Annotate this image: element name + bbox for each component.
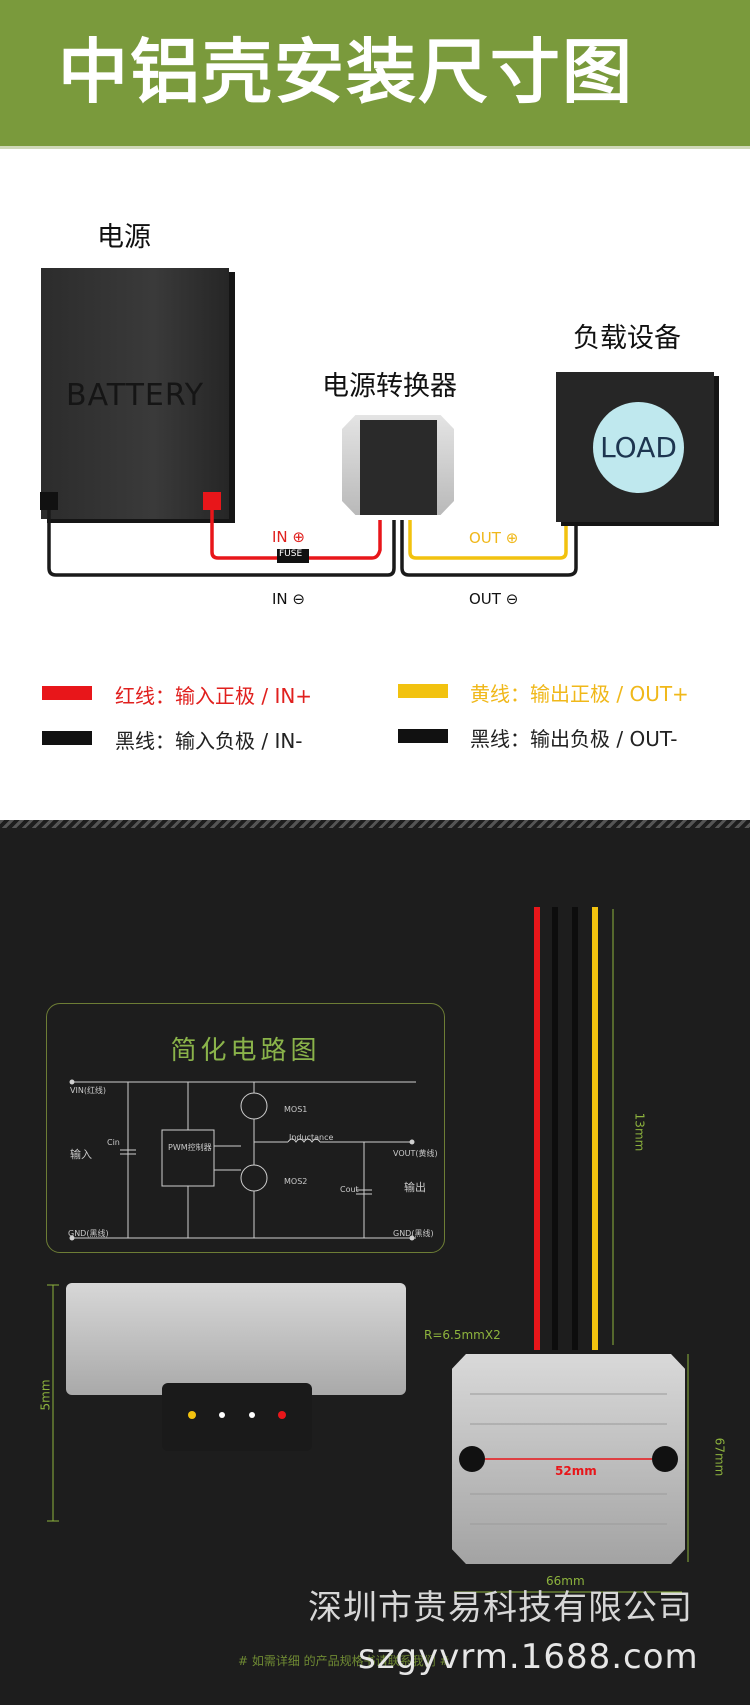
hole-radius-dimension: R=6.5mmX2 xyxy=(424,1328,501,1342)
converter-body xyxy=(360,420,437,515)
wire-length-dimension: 13mm xyxy=(632,1112,647,1152)
product-wires xyxy=(534,907,614,1350)
converter-label: 电源转换器 xyxy=(322,371,457,402)
circuit-gnd-left: GND(黑线) xyxy=(68,1229,109,1238)
load-circle xyxy=(593,402,684,493)
legend-swatch-yellow xyxy=(398,684,448,698)
in-plus-label: IN ⊕ xyxy=(272,528,305,546)
dashed-divider xyxy=(0,820,750,828)
out-plus-label: OUT ⊕ xyxy=(469,529,519,547)
power-source-label: 电源 xyxy=(97,222,151,253)
circuit-cout: Cout xyxy=(340,1185,359,1194)
header-banner xyxy=(0,0,750,146)
circuit-vin: VIN(红线) xyxy=(70,1086,107,1095)
battery-positive-terminal xyxy=(203,492,221,510)
legend-black-out-text: 黑线：输出负极 / OUT- xyxy=(470,727,678,751)
out-minus-label: OUT ⊖ xyxy=(469,590,519,608)
thickness-line xyxy=(47,1284,59,1522)
footer-note: # 如需详细 的产品规格书请联系我们 # xyxy=(238,1654,450,1668)
fuse-label: FUSE xyxy=(279,549,303,559)
battery-negative-terminal xyxy=(40,492,58,510)
legend-yellow-text: 黄线：输出正极 / OUT+ xyxy=(470,682,689,706)
circuit-vout: VOUT(黄线) xyxy=(393,1149,438,1158)
legend-black-in-text: 黑线：输入负极 / IN- xyxy=(115,729,303,753)
circuit-pwm: PWM控制器 xyxy=(168,1143,212,1152)
load-device-label: 负载设备 xyxy=(573,323,681,354)
circuit-gnd-right: GND(黑线) xyxy=(393,1229,434,1238)
side-view-panel xyxy=(162,1383,312,1451)
height-dimension: 67mm xyxy=(712,1437,727,1477)
circuit-card xyxy=(46,1003,445,1253)
load-text: LOAD xyxy=(600,431,677,464)
fuse-box xyxy=(277,549,309,563)
circuit-mos2: MOS2 xyxy=(284,1177,308,1186)
side-view-housing xyxy=(66,1283,406,1395)
circuit-diagram xyxy=(69,1079,416,1241)
thickness-dimension: 5mm xyxy=(38,1379,53,1411)
in-minus-label: IN ⊖ xyxy=(272,590,305,608)
legend-swatch-black-in xyxy=(42,731,92,745)
website-url: szgyvrm.1688.com xyxy=(358,1637,699,1677)
battery-text: BATTERY xyxy=(66,378,205,413)
side-view-leds xyxy=(188,1411,286,1419)
wiring-lines xyxy=(40,492,578,577)
legend-swatch-black-out xyxy=(398,729,448,743)
front-view-details xyxy=(459,1393,678,1525)
yellow-wire xyxy=(408,520,568,560)
circuit-inductance: Inductance xyxy=(289,1133,334,1142)
black-input-wire xyxy=(47,510,396,577)
circuit-cin: Cin xyxy=(107,1138,120,1147)
header-divider xyxy=(0,146,750,149)
circuit-input: 输入 xyxy=(70,1148,92,1161)
circuit-title: 简化电路图 xyxy=(170,1036,321,1066)
company-name: 深圳市贵易科技有限公司 xyxy=(308,1588,693,1628)
black-output-wire xyxy=(400,520,578,577)
page-title: 中铝壳安装尺寸图 xyxy=(58,31,634,113)
front-view-dimensions xyxy=(454,1354,689,1593)
circuit-output: 输出 xyxy=(404,1181,426,1194)
battery-image xyxy=(41,268,229,519)
width-dimension: 66mm xyxy=(546,1574,585,1588)
legend-swatch-red xyxy=(42,686,92,700)
circuit-mos1: MOS1 xyxy=(284,1105,308,1114)
legend-red-text: 红线：输入正极 / IN+ xyxy=(115,684,313,708)
hole-spacing-dimension: 52mm xyxy=(555,1464,597,1478)
